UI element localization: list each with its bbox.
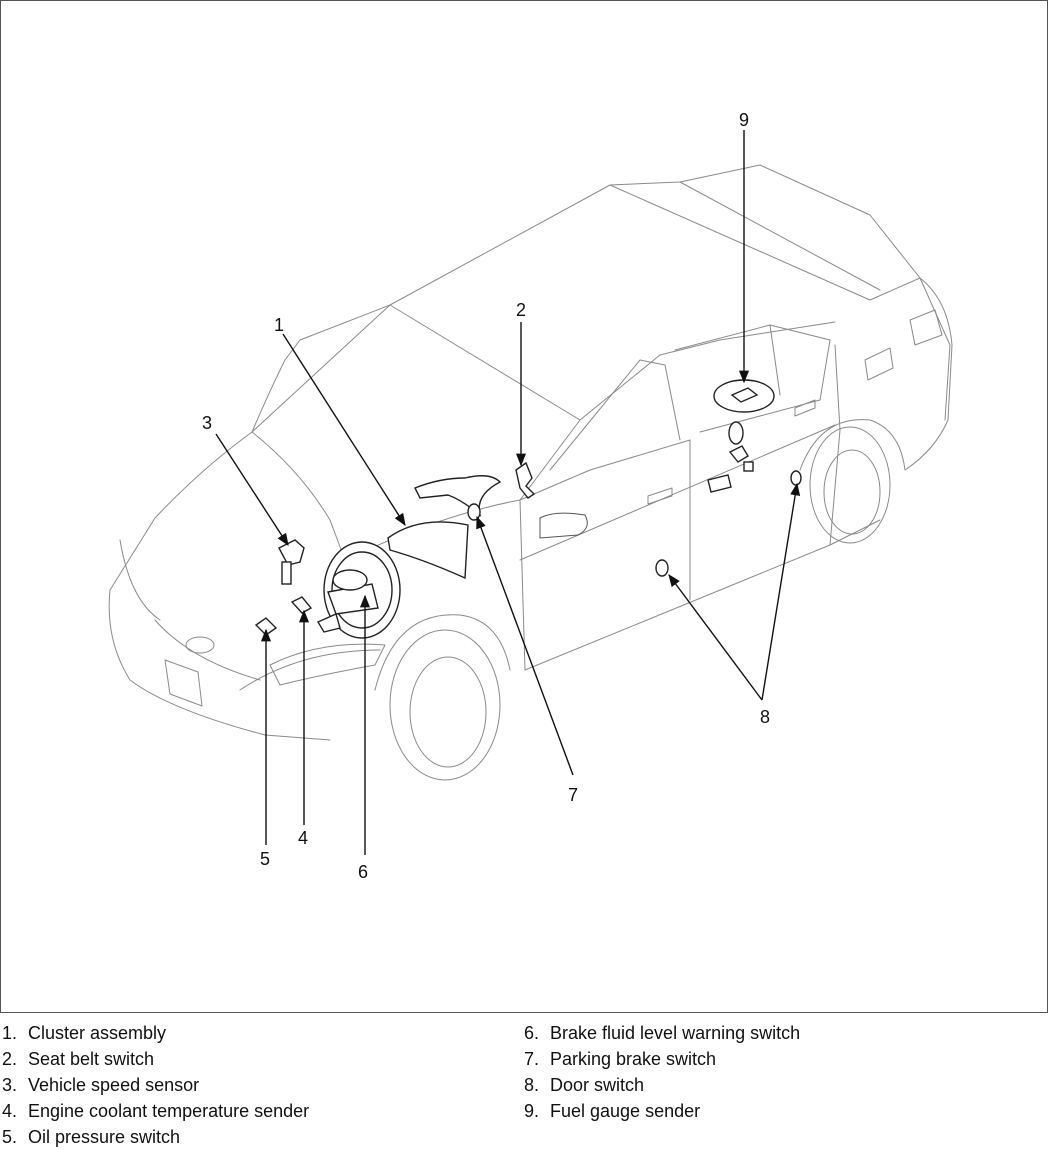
legend-number: 2. <box>2 1049 18 1069</box>
legend-number: 1. <box>2 1023 18 1043</box>
callout-5: 5 <box>260 849 270 869</box>
legend-item: 9. Fuel gauge sender <box>524 1098 800 1124</box>
car-component-diagram: 1 2 3 4 5 6 7 8 9 <box>108 110 953 882</box>
car-outline <box>108 164 953 781</box>
fuel-gauge-sender-part <box>707 379 775 493</box>
legend-item: 8. Door switch <box>524 1072 800 1098</box>
legend-label: Parking brake switch <box>550 1049 717 1069</box>
legend-number: 3. <box>2 1075 18 1095</box>
callout-4: 4 <box>298 828 308 848</box>
legend-number: 4. <box>2 1101 18 1121</box>
callout-6: 6 <box>358 862 368 882</box>
callout-3: 3 <box>202 413 212 433</box>
legend-right-column: 6. Brake fluid level warning switch 7. P… <box>524 1020 800 1124</box>
cluster-assembly-part <box>387 521 469 580</box>
legend-label: Door switch <box>550 1075 645 1095</box>
legend-label: Seat belt switch <box>28 1049 155 1069</box>
figure-frame <box>0 0 1048 1013</box>
seat-belt-switch-part <box>515 461 536 499</box>
callout-2: 2 <box>516 300 526 320</box>
coolant-temp-sender-part <box>290 596 313 614</box>
callout-7: 7 <box>568 785 578 805</box>
legend-item: 2. Seat belt switch <box>2 1046 309 1072</box>
legend-item: 4. Engine coolant temperature sender <box>2 1098 309 1124</box>
legend-item: 3. Vehicle speed sensor <box>2 1072 309 1098</box>
legend-number: 5. <box>2 1127 18 1147</box>
vehicle-speed-sensor-part <box>278 539 305 585</box>
leader-lines <box>215 130 801 855</box>
legend-item: 1. Cluster assembly <box>2 1020 309 1046</box>
legend-number: 7. <box>524 1049 540 1069</box>
legend-label: Vehicle speed sensor <box>28 1075 200 1095</box>
brake-booster-part <box>316 541 401 639</box>
legend-item: 6. Brake fluid level warning switch <box>524 1020 800 1046</box>
legend-label: Fuel gauge sender <box>550 1101 701 1121</box>
dash-panel-part <box>414 475 502 517</box>
legend-label: Cluster assembly <box>28 1023 167 1043</box>
callout-8: 8 <box>760 707 770 727</box>
door-switch-front-part <box>655 559 669 577</box>
legend-item: 7. Parking brake switch <box>524 1046 800 1072</box>
legend-number: 8. <box>524 1075 540 1095</box>
door-switch-rear-part <box>790 470 802 486</box>
legend-number: 9. <box>524 1101 540 1121</box>
legend-label: Engine coolant temperature sender <box>28 1101 310 1121</box>
legend-left-column: 1. Cluster assembly 2. Seat belt switch … <box>2 1020 309 1150</box>
callout-1: 1 <box>274 315 284 335</box>
callout-9: 9 <box>739 110 749 130</box>
legend-label: Oil pressure switch <box>28 1127 181 1147</box>
legend-label: Brake fluid level warning switch <box>550 1023 801 1043</box>
legend-number: 6. <box>524 1023 540 1043</box>
legend-item: 5. Oil pressure switch <box>2 1124 309 1150</box>
parking-brake-switch-part <box>467 503 481 521</box>
